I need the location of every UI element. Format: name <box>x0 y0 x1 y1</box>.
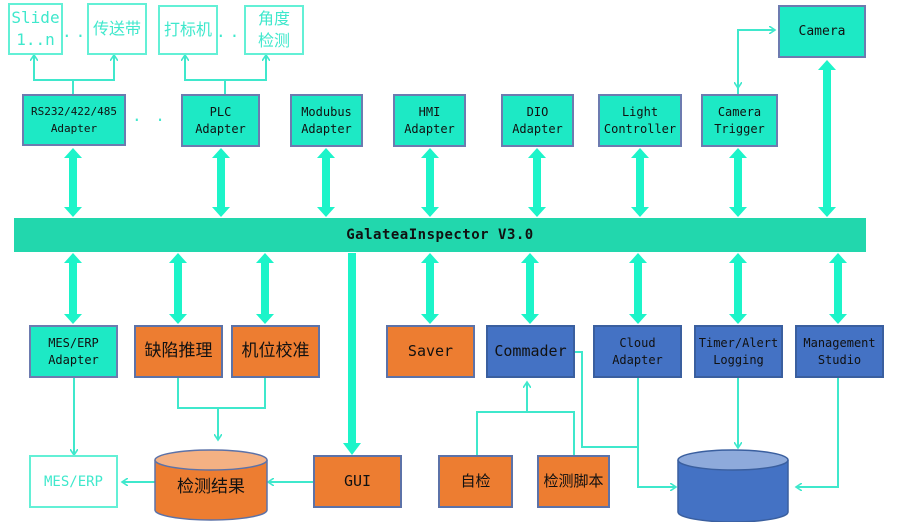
device-slide: Slide 1..n <box>8 3 63 55</box>
bus-arrow-calib <box>256 253 274 324</box>
link-rs232-slide <box>34 55 74 95</box>
adapter-modbus: Modubus Adapter <box>290 94 363 147</box>
bus-arrow-mgmt <box>829 253 847 324</box>
module-position-calibration: 机位校准 <box>231 325 320 378</box>
adapter-hmi: HMI Adapter <box>393 94 466 147</box>
device-marker: 打标机 <box>158 5 218 55</box>
module-saver: Saver <box>386 325 475 378</box>
bus-arrow-dio <box>528 148 546 217</box>
bus-arrow-modbus <box>317 148 335 217</box>
bus-arrow-cloud <box>629 253 647 324</box>
module-mes-erp-adapter: MES/ERP Adapter <box>29 325 118 378</box>
link-plc-marker <box>185 55 226 95</box>
adapter-camera-trigger: Camera Trigger <box>701 94 778 147</box>
adapter-dio: DIO Adapter <box>501 94 574 147</box>
link-selfcheck-commader <box>476 411 575 455</box>
bus-arrow-hmi <box>421 148 439 217</box>
module-cloud-adapter: Cloud Adapter <box>593 325 682 378</box>
module-gui: GUI <box>313 455 402 508</box>
module-commader: Commader <box>486 325 575 378</box>
link-trigger-camera <box>737 30 775 95</box>
bus-arrow-plc <box>212 148 230 217</box>
adapter-rs232: RS232/422/485 Adapter <box>22 94 126 146</box>
module-self-check: 自检 <box>438 455 513 508</box>
bus-arrow-camera <box>818 60 836 217</box>
adapter-dots: . . . <box>132 106 191 125</box>
device-angle: 角度 检测 <box>244 5 304 55</box>
link-commader-db <box>573 351 638 448</box>
bus-arrow-timer <box>729 253 747 324</box>
bus-arrow-rs232 <box>64 148 82 217</box>
bus-arrow-gui <box>343 253 361 455</box>
bus-arrow-defect <box>169 253 187 324</box>
results-database-shape <box>154 449 268 521</box>
adapter-plc: PLC Adapter <box>181 94 260 147</box>
storage-database-shape <box>677 449 789 522</box>
bus-arrow-commader <box>521 253 539 324</box>
bus-arrow-light <box>631 148 649 217</box>
dots-angle: ... <box>216 22 257 41</box>
link-cloud-db <box>637 378 676 487</box>
module-timer-alert-logging: Timer/Alert Logging <box>694 325 783 378</box>
bus-arrow-saver <box>421 253 439 324</box>
module-inspection-script: 检测脚本 <box>537 455 610 508</box>
bus-arrow-trigger <box>729 148 747 217</box>
adapter-light-controller: Light Controller <box>598 94 682 147</box>
module-defect-inference: 缺陷推理 <box>134 325 223 378</box>
device-camera: Camera <box>778 5 866 58</box>
link-mgmt-db <box>796 378 839 487</box>
module-management-studio: Management Studio <box>795 325 884 378</box>
device-conveyor: 传送带 <box>87 3 147 55</box>
results-database-label: 检测结果 <box>177 477 245 497</box>
bus-arrow-mes <box>64 253 82 324</box>
external-mes-erp: MES/ERP <box>29 455 118 508</box>
link-rs232-conveyor <box>73 55 114 81</box>
galatea-bus: GalateaInspector V3.0 <box>14 218 866 252</box>
link-defect-results <box>177 378 266 409</box>
link-plc-angle <box>225 55 266 81</box>
